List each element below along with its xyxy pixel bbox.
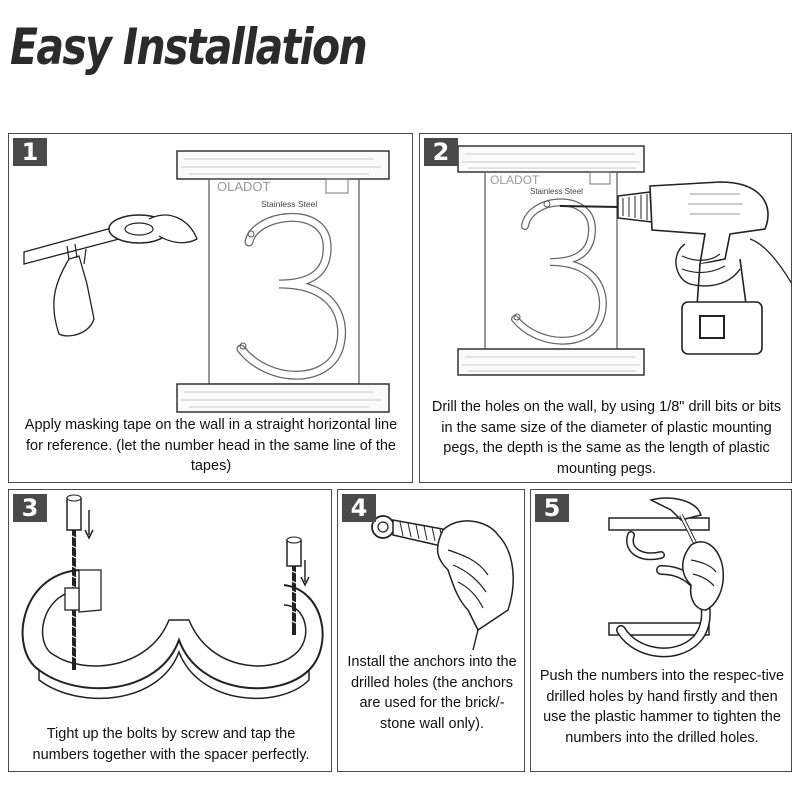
page-title: Easy Installation [10, 18, 368, 76]
step-1-illustration: OLADOT Stainless Steel [23, 150, 390, 413]
step-4-caption: Install the anchors into the drilled hol… [347, 654, 517, 732]
step-5-illustration [608, 497, 725, 658]
step-2-panel: OLADOT Stainless Steel Drill the holes o… [419, 133, 792, 483]
step-3-illustration [21, 494, 324, 700]
step-1-material: Stainless Steel [261, 199, 317, 209]
step-2-illustration: OLADOT Stainless Steel [457, 145, 791, 376]
step-2-caption: Drill the holes on the wall, by using 1/… [431, 399, 782, 477]
step-5-caption: Push the numbers into the respec-tive dr… [539, 668, 785, 746]
step-5-panel: Push the numbers into the respec-tive dr… [530, 489, 792, 772]
step-3-panel: Tight up the bolts by screw and tap the … [8, 489, 332, 772]
step-2-material: Stainless Steel [530, 187, 583, 196]
step-1-caption: Apply masking tape on the wall in a stra… [24, 417, 398, 475]
step-4-badge: 4 [342, 494, 376, 522]
step-2-brand: OLADOT [490, 173, 540, 187]
step-1-brand: OLADOT [217, 179, 271, 194]
step-5-badge: 5 [535, 494, 569, 522]
step-1-panel: OLADOT Stainless Steel Apply masking tap… [8, 133, 413, 483]
step-4-panel: Install the anchors into the drilled hol… [337, 489, 525, 772]
step-2-badge: 2 [424, 138, 458, 166]
step-4-illustration [371, 515, 514, 651]
step-1-badge: 1 [13, 138, 47, 166]
step-3-caption: Tight up the bolts by screw and tap the … [32, 726, 310, 763]
step-3-badge: 3 [13, 494, 47, 522]
